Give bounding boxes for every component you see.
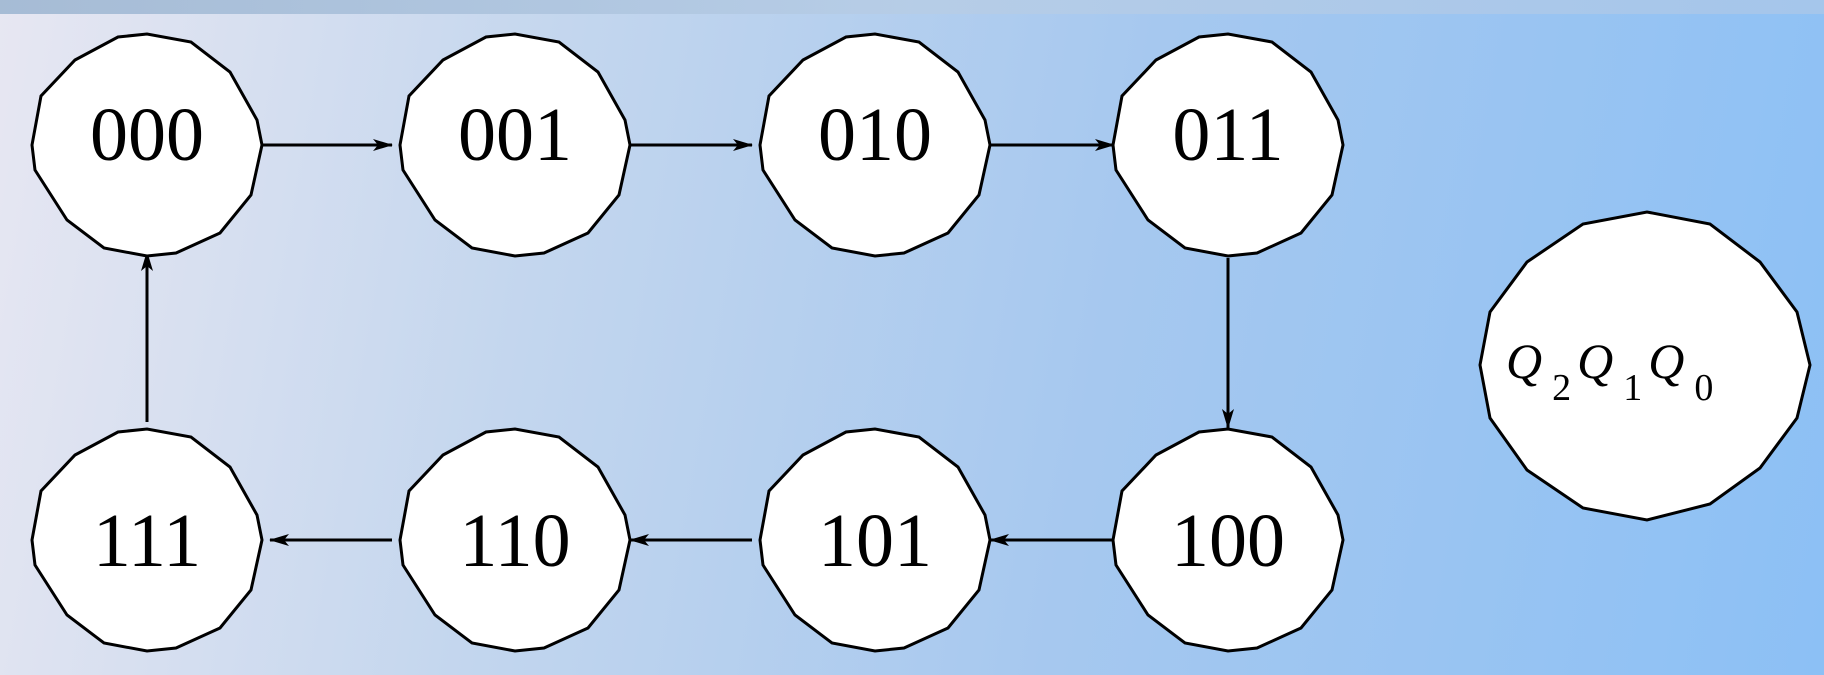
state-label: 011 <box>1172 93 1283 177</box>
legend-sub1: 1 <box>1623 367 1642 409</box>
state-label: 110 <box>459 499 570 583</box>
legend-shape <box>1478 210 1812 522</box>
state-node-011: 011 <box>1111 32 1345 258</box>
state-shape <box>398 427 632 653</box>
legend-q0: Q <box>1648 333 1684 389</box>
state-node-101: 101 <box>758 427 992 653</box>
legend-sub0: 0 <box>1694 367 1713 409</box>
state-node-100: 100 <box>1111 427 1345 653</box>
state-node-001: 001 <box>398 32 632 258</box>
state-node-111: 111 <box>30 427 264 653</box>
state-shape <box>398 32 632 258</box>
legend-q1: Q <box>1577 333 1613 389</box>
legend-sub2: 2 <box>1552 367 1571 409</box>
state-label: 111 <box>93 499 201 583</box>
state-label: 100 <box>1171 499 1285 583</box>
state-node-010: 010 <box>758 32 992 258</box>
state-shape <box>30 32 264 258</box>
state-node-110: 110 <box>398 427 632 653</box>
top-band <box>0 0 1824 14</box>
state-shape <box>758 32 992 258</box>
state-shape <box>758 427 992 653</box>
state-label: 001 <box>458 93 572 177</box>
state-label: 101 <box>818 499 932 583</box>
state-shape <box>1111 32 1345 258</box>
transition-arrows <box>141 139 1234 546</box>
state-label: 010 <box>818 93 932 177</box>
state-shape <box>1111 427 1345 653</box>
state-label: 000 <box>90 93 204 177</box>
legend-q2: Q <box>1506 333 1542 389</box>
state-node-000: 000 <box>30 32 264 258</box>
state-shape <box>30 427 264 653</box>
